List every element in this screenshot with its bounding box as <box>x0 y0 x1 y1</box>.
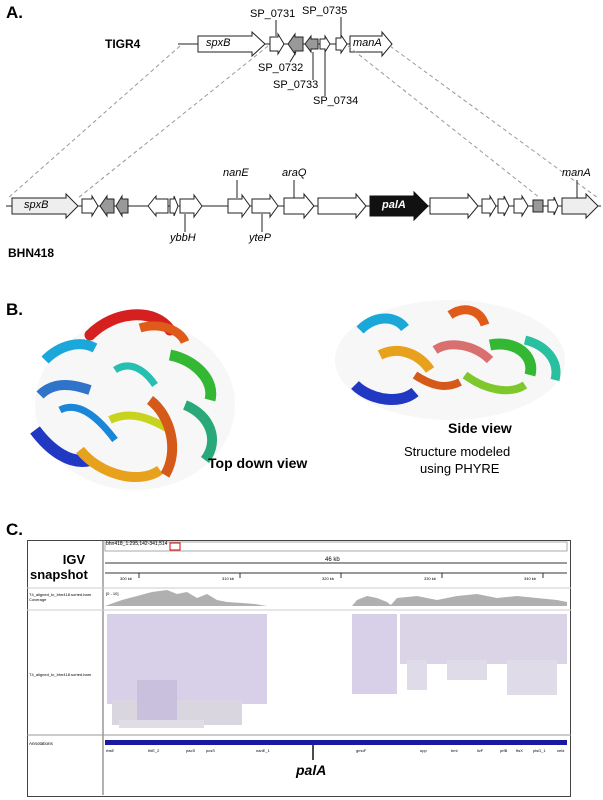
gene-label-nanE: nanE <box>223 167 249 179</box>
label-structure-note-1: Structure modeled <box>404 444 511 459</box>
igv-gene-label: ftsX <box>516 748 523 753</box>
igv-annotation-bar[interactable] <box>105 740 567 745</box>
igv-coverage-track <box>105 590 567 606</box>
strain-label-bhn418: BHN418 <box>8 246 55 260</box>
gene-label-sp0734: SP_0734 <box>313 95 359 107</box>
igv-gene-label: gmuF <box>356 748 367 753</box>
bottom-gene-8 <box>481 194 497 218</box>
igv-chromosome-ideogram[interactable] <box>104 541 568 552</box>
gene-label-sp0731: SP_0731 <box>250 8 296 20</box>
igv-coverage-track-label: T4_aligned_to_bhn418.sorted.bam Coverage <box>29 592 92 602</box>
igv-gene-label: nanE_1 <box>256 748 270 753</box>
bottom-gene-4 <box>147 194 169 218</box>
igv-tick-label: 330 kb <box>424 576 437 581</box>
bottom-gene-5 <box>179 193 203 219</box>
bottom-gene-6 <box>317 192 367 220</box>
zoom-line-right-outer <box>389 45 599 199</box>
igv-pala-label: palA <box>296 762 327 778</box>
bottom-gene-9 <box>497 195 510 217</box>
igv-coverage-range: [0 - 10] <box>106 591 119 596</box>
top-gene-sp0731-arrow <box>269 32 285 56</box>
igv-gene-label: pcsS <box>206 748 215 753</box>
bottom-gene-gray-box <box>532 199 544 213</box>
gene-label-manA-bottom: manA <box>562 167 591 179</box>
bottom-gene-palA-arrow <box>369 190 429 222</box>
zoom-line-left-outer <box>7 45 181 199</box>
igv-tick-label: 310 kb <box>222 576 235 581</box>
zoom-line-left-inner <box>77 45 269 199</box>
bottom-gene-spxB-arrow <box>11 192 79 220</box>
bottom-gene-10 <box>513 194 529 218</box>
gene-label-palA: palA <box>382 199 406 211</box>
protein-structure-top-view <box>30 309 235 490</box>
zoom-line-right-inner <box>347 45 541 199</box>
gene-label-yteP: yteP <box>249 232 272 244</box>
igv-tracks <box>27 540 571 795</box>
protein-structures <box>30 300 565 490</box>
gene-label-ybbH: ybbH <box>170 232 196 244</box>
igv-reads-cluster-left <box>107 614 267 728</box>
bottom-gene-2-gray <box>99 194 115 218</box>
bottom-gene-manA-arrow <box>561 192 599 220</box>
top-gene-sp0732-arrow <box>287 32 304 56</box>
igv-locus: bhn418_1:295,142-341,514 <box>106 541 168 547</box>
label-structure-note-2: using PHYRE <box>420 461 500 476</box>
top-gene-spxB-arrow <box>197 30 266 58</box>
igv-gene-label: prfB <box>500 748 508 753</box>
igv-reads-cluster-right <box>352 614 567 695</box>
igv-gene-label: plsG_1 <box>533 748 546 753</box>
label-top-down-view: Top down view <box>208 455 308 471</box>
bottom-gene-1 <box>81 194 99 218</box>
igv-reads-track-label: T4_aligned_to_bhn418.sorted.bam <box>29 672 92 677</box>
gene-map <box>6 17 601 232</box>
igv-tick-label: 300 kb <box>120 576 133 581</box>
callout-sp0732 <box>289 51 297 63</box>
gene-label-manA-top: manA <box>353 37 382 49</box>
bottom-gene-7 <box>429 192 479 220</box>
bottom-gene-ybbH-arrow <box>169 195 179 217</box>
igv-annotations-label: Annotations <box>29 741 53 746</box>
top-gene-sp0734-arrow <box>319 34 331 54</box>
bottom-gene-araQ-arrow <box>283 192 315 220</box>
bottom-gene-yteP-arrow <box>251 193 279 219</box>
top-gene-sp0733-arrow <box>304 34 319 54</box>
gene-label-spxB-top: spxB <box>206 37 231 49</box>
igv-gene-label: livF <box>477 748 484 753</box>
igv-gene-label: celd <box>557 748 565 753</box>
gene-label-sp0732: SP_0732 <box>258 62 304 74</box>
igv-title-line2: snapshot <box>30 567 88 582</box>
protein-structure-side-view <box>335 300 565 420</box>
bottom-gene-nanE-arrow <box>227 193 251 219</box>
gene-label-sp0733: SP_0733 <box>273 79 319 91</box>
igv-gene-label: thiE_2 <box>148 748 160 753</box>
igv-region-box[interactable] <box>169 542 181 551</box>
label-side-view: Side view <box>448 420 512 436</box>
igv-title-line1: IGV <box>62 552 86 567</box>
top-gene-sp0735-arrow <box>335 33 348 55</box>
igv-span-label: 46 kb <box>325 557 340 563</box>
igv-gene-label: rbsE <box>106 748 115 753</box>
gene-label-spxB-bottom: spxB <box>24 199 49 211</box>
gene-label-sp0735: SP_0735 <box>302 5 348 17</box>
gene-label-araQ: araQ <box>282 167 307 179</box>
bottom-gene-3-gray <box>115 194 129 218</box>
igv-gene-label: upp <box>420 748 427 753</box>
panel-label-a: A. <box>6 3 23 22</box>
igv-gene-label: bmI <box>451 748 458 753</box>
igv-gene-label: pacS <box>186 748 196 753</box>
bottom-gene-11 <box>547 196 559 216</box>
igv-tick-label: 340 kb <box>524 576 537 581</box>
panel-label-b: B. <box>6 300 23 319</box>
igv-tick-label: 320 kb <box>322 576 335 581</box>
strain-label-tigr4: TIGR4 <box>105 37 141 51</box>
panel-label-c: C. <box>6 520 23 539</box>
